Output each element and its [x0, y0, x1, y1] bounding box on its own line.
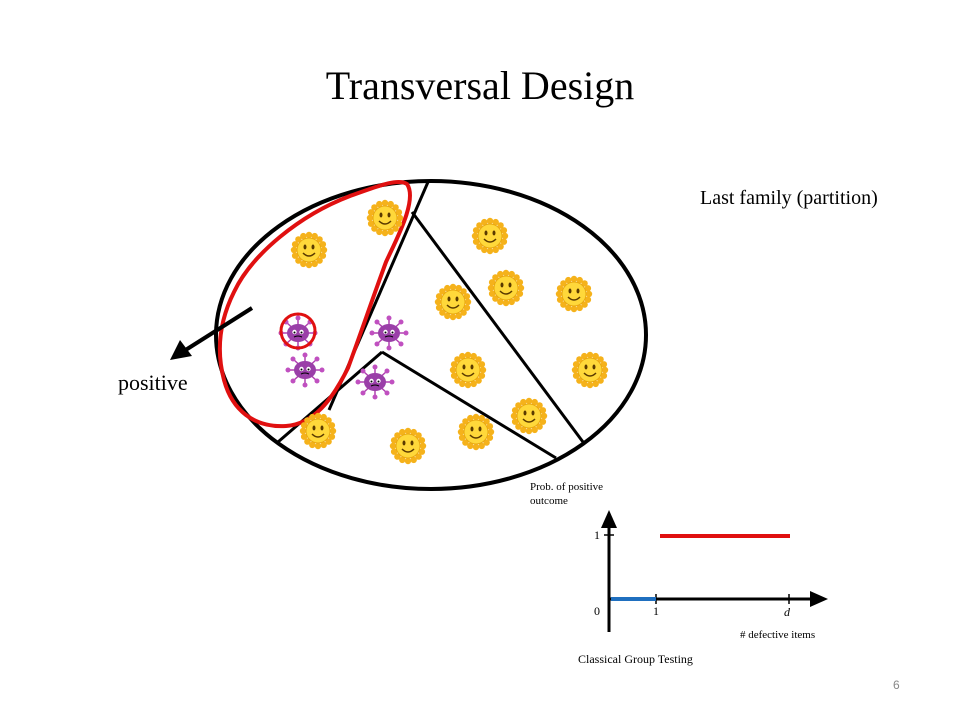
y-axis-label: Prob. of positive outcome — [530, 481, 604, 507]
flagged-defective-circle — [279, 312, 317, 350]
positive-label: positive — [118, 370, 188, 395]
positive-arrow — [170, 306, 254, 360]
x-tick-0: 0 — [594, 604, 600, 618]
x-axis-label: # defective items — [740, 629, 816, 641]
family-label: Last family (partition) — [700, 187, 878, 209]
x-tick-1: 1 — [653, 604, 659, 618]
inset-graph — [601, 510, 828, 632]
population-ellipse — [214, 179, 648, 491]
graph-caption: Classical Group Testing — [578, 652, 693, 666]
x-tick-d: d — [784, 605, 790, 619]
positive-test-outline — [217, 179, 412, 429]
smiley-icon — [290, 199, 609, 465]
y-tick-1: 1 — [594, 528, 600, 542]
slide-title: Transversal Design — [325, 63, 635, 108]
page-number: 6 — [893, 678, 900, 692]
